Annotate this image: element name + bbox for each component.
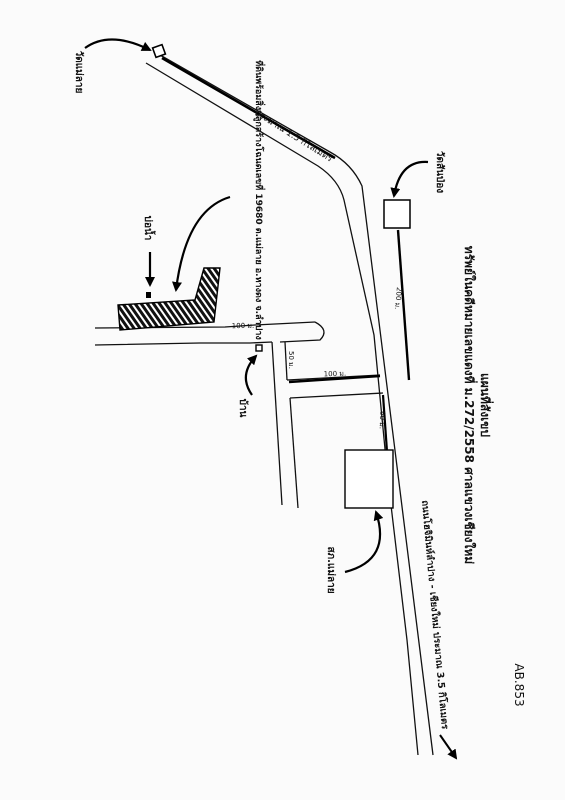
house-marker xyxy=(255,344,263,352)
side-road-north-edge xyxy=(94,321,316,329)
label-property-text: ที่ดินพร้อมสิ่งปลูกสร้างโฉนดเลขที่ 19680… xyxy=(253,60,266,340)
highway-arrow xyxy=(439,734,458,760)
road-north-edge xyxy=(159,54,434,756)
side-road-south-edge xyxy=(94,341,273,346)
connector-thick xyxy=(288,374,381,384)
label-property: ที่ดินพร้อมสิ่งปลูกสร้างโฉนดเลขที่ 19680… xyxy=(253,60,266,340)
side-road-bend xyxy=(279,321,325,343)
map-subtitle: ทรัพย์ในคดีหมายเลขแดงที่ ม.272/2558 ศาลแ… xyxy=(462,246,478,564)
arrow-to-wat-mae-lai xyxy=(84,38,152,51)
label-police: สภ.แม่ลาย xyxy=(325,546,337,593)
map-title: แผนที่สังเขป xyxy=(478,373,494,437)
label-wat-mae-lai: วัดแม่ลาย xyxy=(73,51,85,94)
arrow-to-property xyxy=(172,195,231,292)
road-highway-west-edge xyxy=(387,479,419,756)
lane2-left-edge xyxy=(289,397,299,509)
wat-mae-lai-marker xyxy=(151,43,167,59)
road-thick-marker-2 xyxy=(396,229,411,381)
label-distance-100m-top: 100 ม. xyxy=(232,322,255,330)
road-south-edge xyxy=(145,62,389,481)
well-marker xyxy=(146,292,151,298)
label-wat-san-pong: วัดสันป่อง xyxy=(434,151,446,193)
label-distance-50m: 50 ม. xyxy=(287,351,295,369)
map-code: AB.853 xyxy=(512,663,526,706)
arrow-to-wat-san-pong xyxy=(390,160,429,198)
connector-south-edge xyxy=(289,392,384,399)
label-distance-200m: 200 ม. xyxy=(393,287,403,310)
police-station-building xyxy=(344,449,394,509)
label-distance-1-5km: ประมาณ 1.5 กิโลเมตร xyxy=(252,107,334,164)
lane-left-edge xyxy=(271,341,283,506)
road-thick-marker-1 xyxy=(161,56,336,160)
arrow-to-house xyxy=(244,354,258,396)
lane-right-edge xyxy=(284,341,288,381)
label-distance-100m-mid: 100 ม. xyxy=(324,370,347,379)
arrow-to-police xyxy=(344,510,384,574)
label-distance-60m: 60 ม. xyxy=(378,411,387,429)
label-highway: ถนนโฮจิมินห์ลำปาง - เชียงใหม่ ประมาณ 3.5… xyxy=(419,500,451,731)
wat-san-pong-building xyxy=(383,199,411,229)
property-parcel xyxy=(117,267,221,331)
label-well: บ่อน้ำ xyxy=(142,216,156,241)
label-house: บ้าน xyxy=(237,399,249,418)
